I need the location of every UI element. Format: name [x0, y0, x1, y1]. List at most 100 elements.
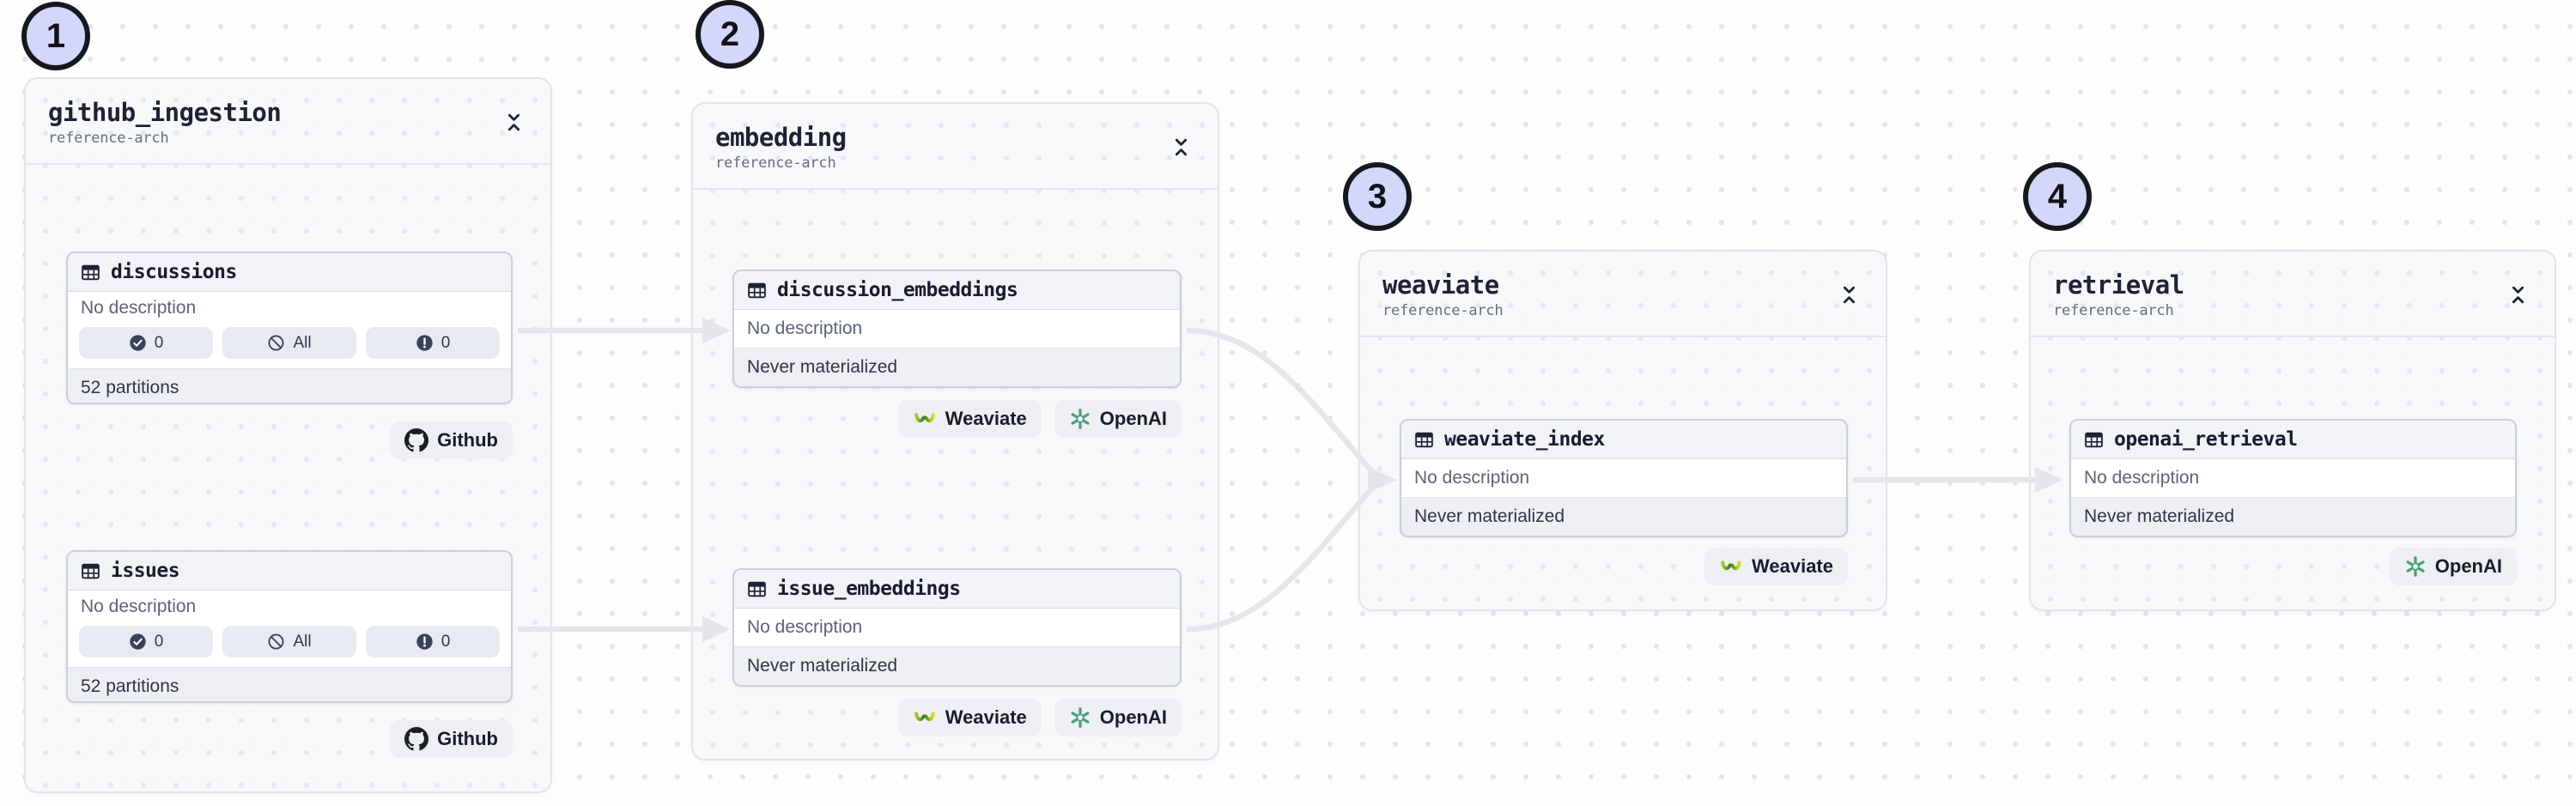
collapse-icon [505, 112, 523, 132]
asset-node-issues[interactable]: issues No description 0 All 0 52 partiti… [66, 550, 513, 703]
stat-value: All [293, 632, 312, 651]
kind-badge-github[interactable]: Github [390, 421, 513, 459]
asset-name: weaviate_index [1444, 428, 1605, 451]
weaviate-icon [913, 706, 937, 730]
partition-stat-success[interactable]: 0 [79, 327, 213, 359]
collapse-group-button[interactable] [499, 107, 528, 136]
partition-stat-success[interactable]: 0 [79, 626, 213, 658]
step-badge-1: 1 [21, 2, 90, 70]
kind-label: Github [437, 728, 498, 749]
group-title: github_ingestion [48, 97, 282, 127]
kind-badge-weaviate[interactable]: Weaviate [897, 699, 1042, 736]
partition-stat-missing[interactable]: All [222, 327, 356, 359]
asset-name: issue_embeddings [777, 578, 961, 600]
step-badge-2: 2 [696, 0, 764, 69]
asset-description: No description [81, 298, 197, 318]
group-subtitle: reference-arch [48, 130, 169, 148]
asset-node-weaviate-index[interactable]: weaviate_index No description Never mate… [1400, 419, 1848, 537]
collapse-group-button[interactable] [2503, 280, 2532, 309]
table-icon [746, 280, 768, 301]
asset-partitions-footer: 52 partitions [68, 667, 511, 701]
check-circle-icon [129, 633, 147, 651]
asset-materialization-status: Never materialized [734, 348, 1180, 386]
stat-value: 0 [440, 632, 451, 651]
asset-description: No description [747, 318, 863, 338]
asset-materialization-status: Never materialized [1401, 497, 1846, 536]
stat-value: 0 [154, 632, 164, 651]
partition-stat-failed[interactable]: 0 [366, 626, 500, 658]
kind-badge-openai[interactable]: OpenAI [1054, 699, 1182, 736]
group-header-embedding[interactable]: embedding reference-arch [693, 104, 1218, 190]
asset-description: No description [81, 597, 197, 616]
asset-name: issues [111, 560, 180, 582]
table-icon [1413, 429, 1435, 451]
kind-label: Weaviate [1752, 555, 1833, 577]
alert-circle-icon [416, 633, 434, 651]
group-header-weaviate[interactable]: weaviate reference-arch [1360, 251, 1886, 337]
asset-node-issue-embeddings[interactable]: issue_embeddings No description Never ma… [732, 568, 1182, 687]
step-number: 3 [1367, 177, 1388, 215]
asset-description: No description [2084, 468, 2200, 488]
asset-node-header: openai_retrieval [2071, 421, 2515, 459]
kind-label: Github [437, 429, 498, 451]
asset-name: openai_retrieval [2114, 428, 2298, 451]
asset-node-discussion-embeddings[interactable]: discussion_embeddings No description Nev… [732, 270, 1182, 388]
group-header-retrieval[interactable]: retrieval reference-arch [2031, 251, 2555, 337]
table-icon [2083, 429, 2105, 451]
asset-description: No description [747, 617, 863, 637]
collapse-group-button[interactable] [1834, 280, 1863, 309]
asset-materialization-status: Never materialized [734, 646, 1180, 685]
stat-value: 0 [440, 333, 451, 352]
group-titles: github_ingestion reference-arch [48, 97, 282, 148]
partition-stat-failed[interactable]: 0 [366, 327, 500, 359]
openai-icon [1069, 706, 1091, 729]
asset-node-discussions[interactable]: discussions No description 0 All 0 52 pa… [66, 251, 513, 404]
step-number: 1 [46, 16, 66, 55]
group-titles: embedding reference-arch [715, 122, 847, 172]
asset-node-header: issue_embeddings [734, 570, 1180, 609]
partition-stats: 0 All 0 [68, 621, 511, 667]
kind-badge-github[interactable]: Github [390, 720, 513, 758]
collapse-group-button[interactable] [1166, 132, 1195, 161]
group-header-github-ingestion[interactable]: github_ingestion reference-arch [26, 79, 550, 165]
kind-label: OpenAI [1099, 706, 1167, 728]
asset-node-openai-retrieval[interactable]: openai_retrieval No description Never ma… [2069, 419, 2517, 537]
weaviate-icon [913, 407, 937, 431]
asset-node-header: discussions [68, 253, 511, 292]
asset-description: No description [1414, 468, 1530, 488]
kind-label: OpenAI [2434, 555, 2502, 577]
group-title: retrieval [2053, 270, 2184, 300]
kind-badge-weaviate[interactable]: Weaviate [897, 400, 1042, 438]
collapse-icon [2509, 285, 2527, 305]
openai-icon [1069, 408, 1091, 430]
alert-circle-icon [416, 334, 434, 352]
step-number: 2 [720, 15, 740, 53]
asset-name: discussions [111, 261, 237, 283]
table-icon [746, 579, 768, 600]
group-titles: weaviate reference-arch [1382, 270, 1504, 319]
table-icon [80, 561, 101, 582]
kind-badge-openai[interactable]: OpenAI [2389, 548, 2517, 585]
stat-value: All [293, 333, 312, 352]
table-icon [80, 262, 101, 283]
asset-node-header: weaviate_index [1401, 421, 1846, 459]
github-icon [404, 428, 429, 452]
partition-stats: 0 All 0 [68, 322, 511, 368]
step-badge-4: 4 [2023, 162, 2092, 231]
asset-partitions-footer: 52 partitions [68, 368, 511, 403]
partition-stat-missing[interactable]: All [222, 626, 356, 658]
group-titles: retrieval reference-arch [2053, 270, 2184, 319]
kind-badge-openai[interactable]: OpenAI [1054, 400, 1182, 438]
asset-name: discussion_embeddings [777, 279, 1018, 301]
step-number: 4 [2047, 177, 2068, 215]
slash-circle-icon [267, 633, 285, 651]
asset-node-header: discussion_embeddings [734, 271, 1180, 310]
slash-circle-icon [267, 334, 285, 352]
check-circle-icon [129, 334, 147, 352]
kind-label: OpenAI [1099, 408, 1167, 429]
kind-badge-weaviate[interactable]: Weaviate [1704, 548, 1848, 585]
kind-label: Weaviate [945, 408, 1027, 429]
stat-value: 0 [154, 333, 164, 352]
github-icon [404, 727, 429, 751]
group-title: weaviate [1382, 270, 1499, 300]
